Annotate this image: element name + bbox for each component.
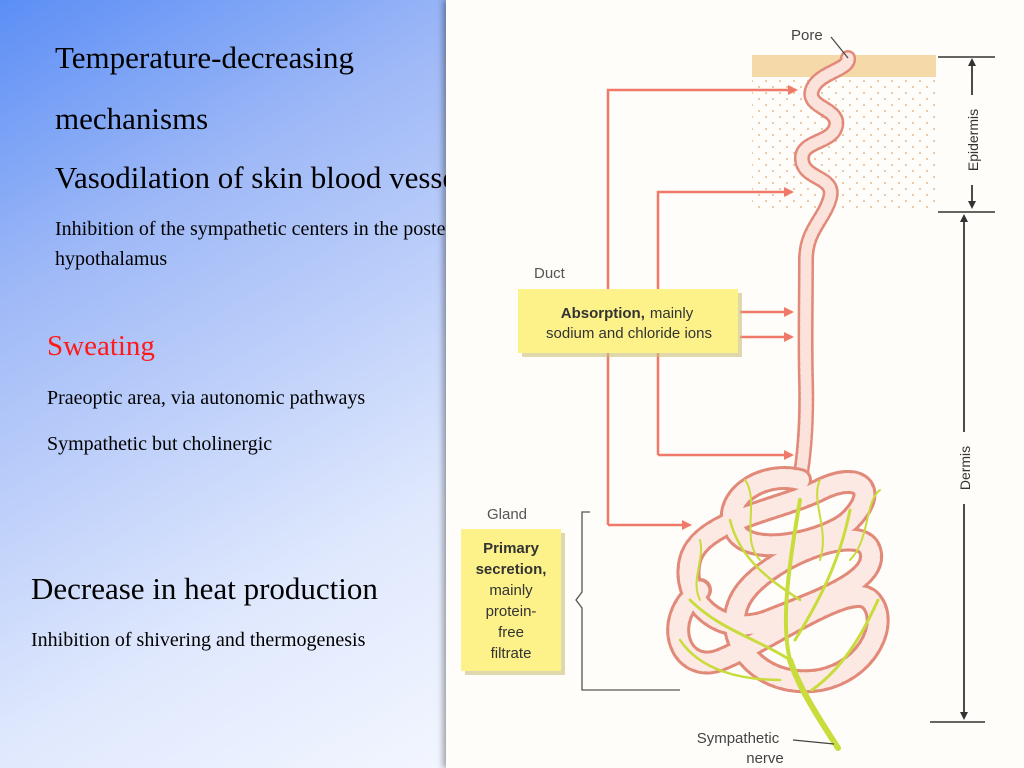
- nerve-leader-line: [792, 739, 835, 745]
- epidermis-layer: [752, 55, 936, 212]
- nerve-label-line-1: Sympathetic: [697, 730, 780, 747]
- primary-line-4: protein-: [486, 603, 537, 620]
- nerve-label-line-2: nerve: [746, 750, 784, 767]
- dermis-label: Dermis: [957, 446, 973, 490]
- sweat-gland-figure: Epidermis Dermis Pore Duct Absorption,ma…: [446, 0, 1024, 768]
- flow-arrows: [606, 85, 798, 530]
- duct-label: Duct: [534, 265, 566, 282]
- primary-line-3: mainly: [489, 582, 533, 599]
- absorption-line-2: sodium and chloride ions: [546, 325, 712, 342]
- pore-label: Pore: [791, 27, 823, 44]
- sweat-gland-coil: [666, 466, 890, 694]
- epidermis-label: Epidermis: [965, 109, 981, 171]
- inhibition-text-line-1: Inhibition of the sympathetic centers in…: [55, 218, 475, 240]
- primary-secretion-box: [461, 529, 565, 675]
- gland-label: Gland: [487, 506, 527, 523]
- sweating-heading: Sweating: [47, 330, 155, 362]
- primary-line-1: Primary: [483, 540, 540, 557]
- decrease-heading: Decrease in heat production: [31, 571, 378, 606]
- absorption-box: [518, 289, 742, 357]
- praeoptic-text: Praeoptic area, via autonomic pathways: [47, 387, 366, 409]
- primary-line-6: filtrate: [491, 645, 532, 662]
- sweat-duct: [792, 50, 856, 488]
- absorption-line-1: Absorption,mainly: [561, 305, 694, 322]
- shivering-text: Inhibition of shivering and thermogenesi…: [31, 629, 366, 651]
- vasodilation-text: Vasodilation of skin blood vessels: [55, 160, 477, 195]
- heading-line-1: Temperature-decreasing: [55, 40, 355, 75]
- inhibition-text-line-2: hypothalamus: [55, 248, 168, 270]
- primary-line-2: secretion,: [476, 561, 547, 578]
- sympathetic-nerve: [678, 479, 881, 751]
- gland-bracket: [575, 511, 680, 691]
- heading-line-2: mechanisms: [55, 101, 209, 136]
- pore-leader-line: [830, 36, 849, 59]
- primary-line-5: free: [498, 624, 524, 641]
- sympathetic-text: Sympathetic but cholinergic: [47, 433, 273, 455]
